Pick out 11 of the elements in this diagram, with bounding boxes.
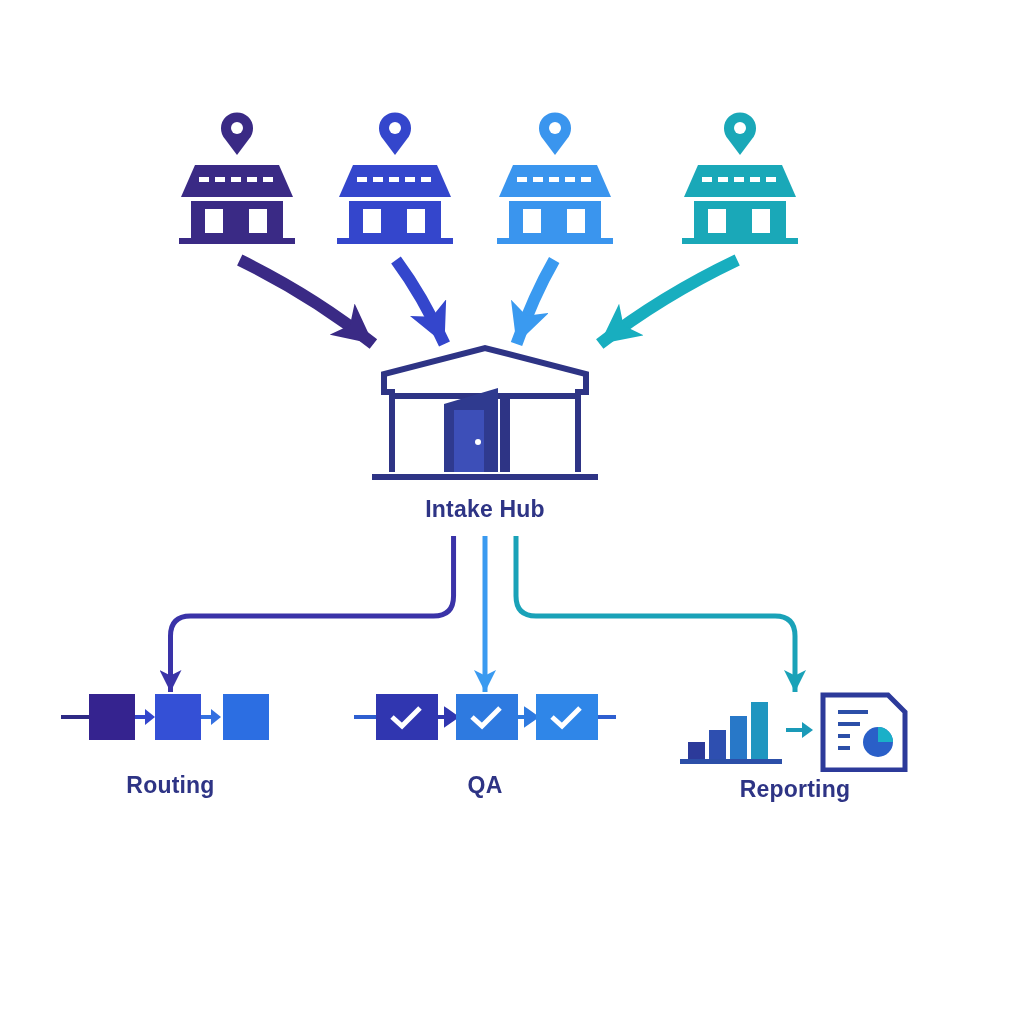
arrow: [237, 254, 378, 349]
arrow: [474, 536, 496, 692]
node-label: Routing: [126, 772, 215, 799]
arrow: [391, 256, 450, 347]
arrow: [513, 536, 806, 692]
arrow: [159, 536, 457, 692]
node-label: Reporting: [739, 776, 851, 803]
node-label: QA: [467, 772, 503, 799]
node-label: Intake Hub: [425, 496, 545, 523]
arrow: [596, 254, 740, 349]
arrow: [510, 257, 560, 347]
